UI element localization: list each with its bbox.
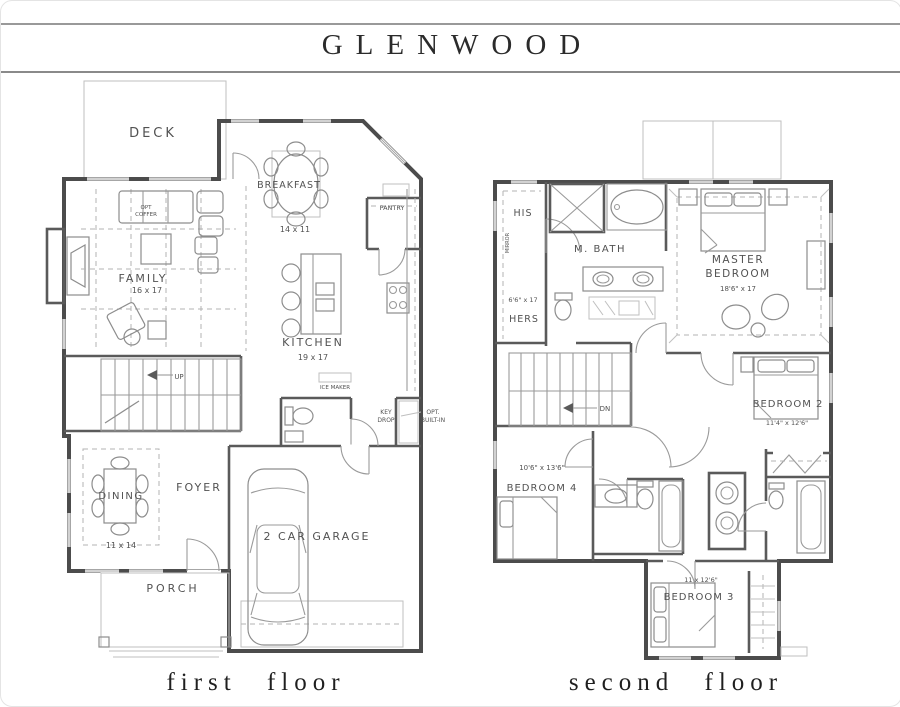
label-deck: DECK <box>129 126 177 141</box>
label-bedroom2: BEDROOM 2 <box>753 399 824 410</box>
label-bedroom3: BEDROOM 3 <box>664 592 735 603</box>
label-dining: DINING <box>98 491 143 502</box>
page-title: GLENWOOD <box>321 29 594 61</box>
label-master-1: MASTER <box>712 254 764 266</box>
deck-door <box>232 152 260 181</box>
dining-furniture <box>82 448 160 546</box>
label-master-bath: M. BATH <box>574 244 626 255</box>
garage-car <box>240 444 404 648</box>
label-dining-dim: 11 x 14 <box>106 541 136 550</box>
key-drop-leader <box>400 411 422 417</box>
label-hers: HERS <box>509 314 539 325</box>
label-key-drop-1: KEY <box>380 409 392 416</box>
label-mirror: MIRROR <box>505 232 511 253</box>
staircase-up <box>100 358 242 432</box>
label-bedroom4: BEDROOM 4 <box>507 483 578 494</box>
key-drop-bench <box>398 400 419 444</box>
label-opt-coffer-2: COFFER <box>135 212 157 218</box>
kitchen-fixtures <box>245 183 417 391</box>
label-family: FAMILY <box>119 272 168 285</box>
fireplace <box>45 227 90 305</box>
powder-room <box>284 406 379 447</box>
label-bedroom3-dim: 11 x 12'6" <box>684 576 717 584</box>
label-garage: 2 CAR GARAGE <box>264 530 371 543</box>
exterior-step <box>780 646 808 657</box>
second-floor-windows <box>493 180 833 660</box>
label-opt-builtin-1: OPT. <box>426 409 439 416</box>
bedroom2-furniture <box>740 356 827 554</box>
label-breakfast-dim: 14 x 11 <box>280 225 310 234</box>
first-floor-plan: DECK OPT COFFER FAMILY 16 x 17 BREAKFAST… <box>45 80 445 658</box>
label-breakfast: BREAKFAST <box>257 180 321 191</box>
hall-bath-fixtures <box>594 478 684 552</box>
staircase-down <box>508 352 632 427</box>
master-bedroom-furniture <box>635 188 830 386</box>
front-entry <box>98 538 232 658</box>
label-porch: PORCH <box>146 582 199 595</box>
master-bath-fixtures <box>548 182 668 321</box>
bedroom4-furniture <box>496 496 558 560</box>
second-floor-plan: HIS MIRROR M. BATH 6'6" x 17 HERS MASTER… <box>493 120 833 660</box>
label-bedroom4-dim: 10'6" x 13'6" <box>519 464 565 472</box>
label-family-dim: 16 x 17 <box>132 286 162 295</box>
laundry-closet <box>715 481 739 535</box>
label-up: UP <box>174 373 183 381</box>
family-room-furniture <box>81 189 236 349</box>
label-foyer: FOYER <box>176 481 222 494</box>
caption-first-floor: first floor <box>166 669 346 696</box>
label-kitchen: KITCHEN <box>282 336 344 349</box>
label-key-drop-2: DROP <box>377 417 395 424</box>
label-kitchen-dim: 19 x 17 <box>298 353 328 362</box>
title-rule-bottom <box>1 71 900 73</box>
first-floor-interior-walls <box>64 196 421 571</box>
label-master-2: BEDROOM <box>705 268 770 280</box>
label-ice-maker: ICE MAKER <box>320 385 350 391</box>
label-opt-coffer-1: OPT <box>140 205 152 211</box>
roof-outline <box>642 120 782 180</box>
label-his: HIS <box>514 208 533 219</box>
label-master-dim: 18'6" x 17 <box>720 285 756 293</box>
first-floor-windows <box>62 119 407 573</box>
label-pantry: PANTRY <box>380 204 405 212</box>
label-opt-builtin-2: BUILT-IN <box>421 417 445 424</box>
his-hers-closet <box>502 190 581 339</box>
title-rule-top <box>1 23 900 25</box>
breakfast-table <box>263 141 329 227</box>
bedroom3-furniture <box>650 560 775 649</box>
hall-door-swings <box>564 426 767 532</box>
caption-second-floor: second floor <box>568 669 784 696</box>
label-down: DN <box>600 405 611 413</box>
label-master-bath-dim: 6'6" x 17 <box>508 296 537 304</box>
label-bedroom2-dim: 11'4" x 12'6" <box>766 419 808 427</box>
